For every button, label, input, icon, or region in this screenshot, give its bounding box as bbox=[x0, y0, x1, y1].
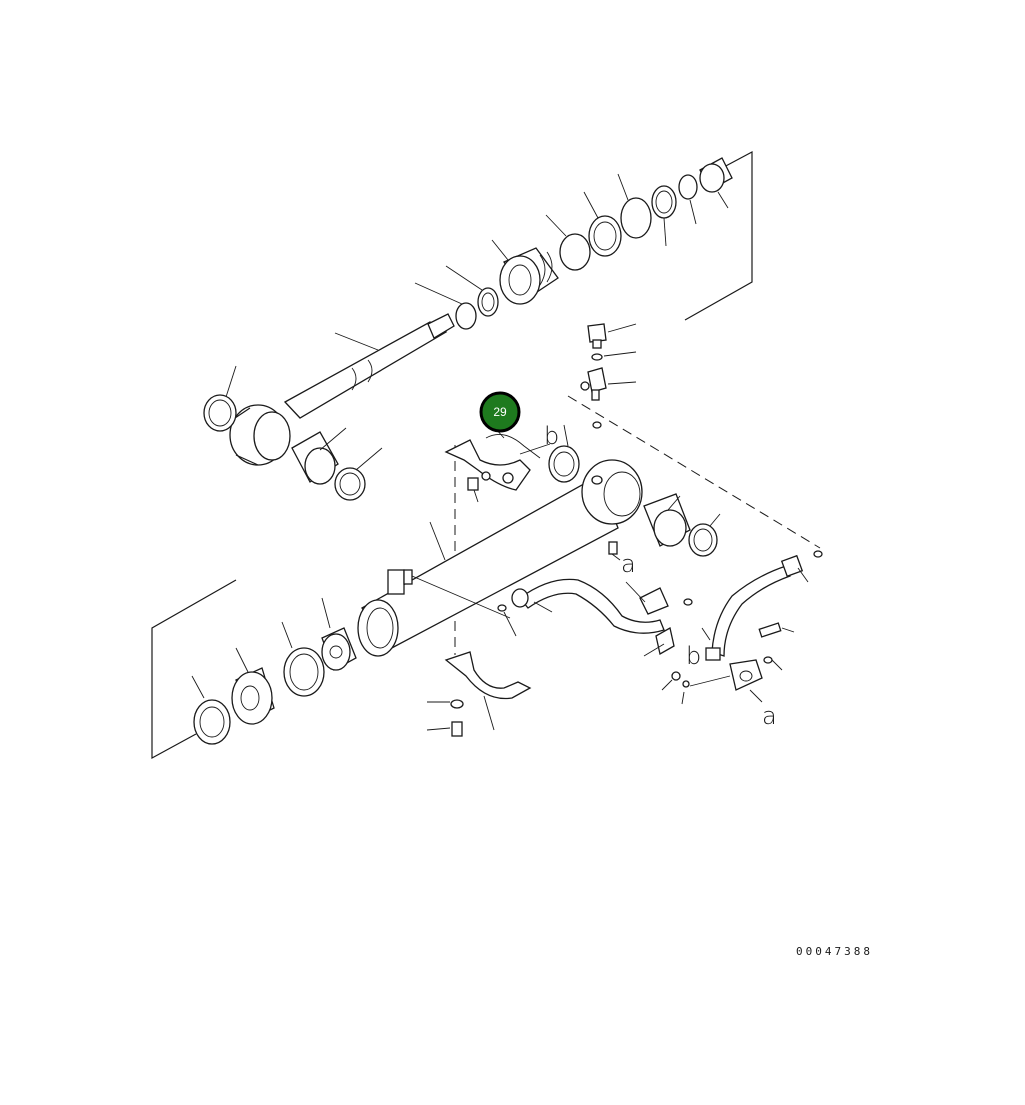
callout-29[interactable]: 29 bbox=[479, 391, 521, 433]
reference-letter-b-lower: b bbox=[686, 642, 701, 670]
piston-rod-group bbox=[203, 151, 753, 501]
pipe-group bbox=[497, 550, 823, 705]
reference-letter-b: b bbox=[544, 422, 559, 450]
callout-badge-circle[interactable] bbox=[479, 391, 521, 433]
clamp-group bbox=[426, 427, 551, 737]
reference-letter-a-lower: a bbox=[762, 702, 777, 730]
reference-letter-a: a bbox=[621, 550, 636, 578]
drawing-number: 00047388 bbox=[796, 945, 873, 958]
callout-number: 29 bbox=[493, 405, 507, 419]
fittings-group bbox=[580, 323, 637, 429]
cylinder-group bbox=[151, 395, 821, 760]
